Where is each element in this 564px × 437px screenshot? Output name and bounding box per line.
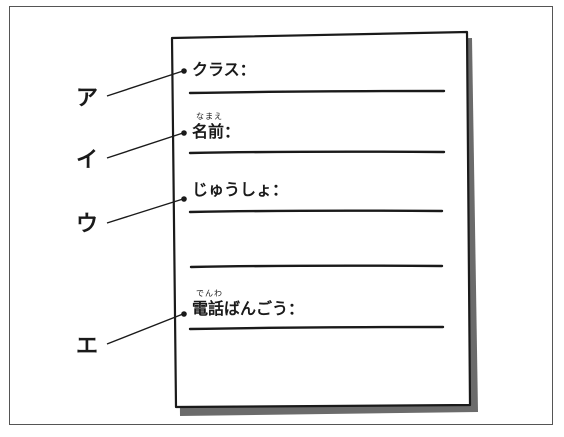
ruby-phone: でんわ (196, 289, 223, 298)
leader-line-u (106, 198, 184, 224)
field-label-class: クラス： (192, 60, 256, 79)
leader-dot-i (181, 130, 187, 136)
field-label-name: 名前： (192, 122, 241, 141)
answer-line-address-2 (189, 264, 444, 269)
ruby-name: なまえ (196, 112, 223, 121)
leader-dot-e (181, 311, 187, 317)
answer-line-address-1 (188, 209, 444, 214)
answer-line-phone (188, 325, 445, 331)
field-label-phone: 電話ばんごう： (192, 299, 305, 318)
callout-a: ア (76, 86, 99, 111)
answer-line-name (188, 150, 446, 155)
callout-i: イ (76, 148, 99, 173)
leader-dot-u (181, 196, 187, 202)
paper-sheet (170, 30, 472, 409)
callout-u: ウ (76, 212, 99, 237)
leader-line-e (106, 313, 184, 345)
leader-dot-a (181, 68, 187, 74)
field-label-address: じゅうしょ： (192, 180, 289, 199)
leader-line-i (106, 132, 184, 159)
answer-line-class (188, 89, 446, 95)
leader-line-a (106, 70, 184, 97)
callout-e: エ (76, 334, 99, 359)
